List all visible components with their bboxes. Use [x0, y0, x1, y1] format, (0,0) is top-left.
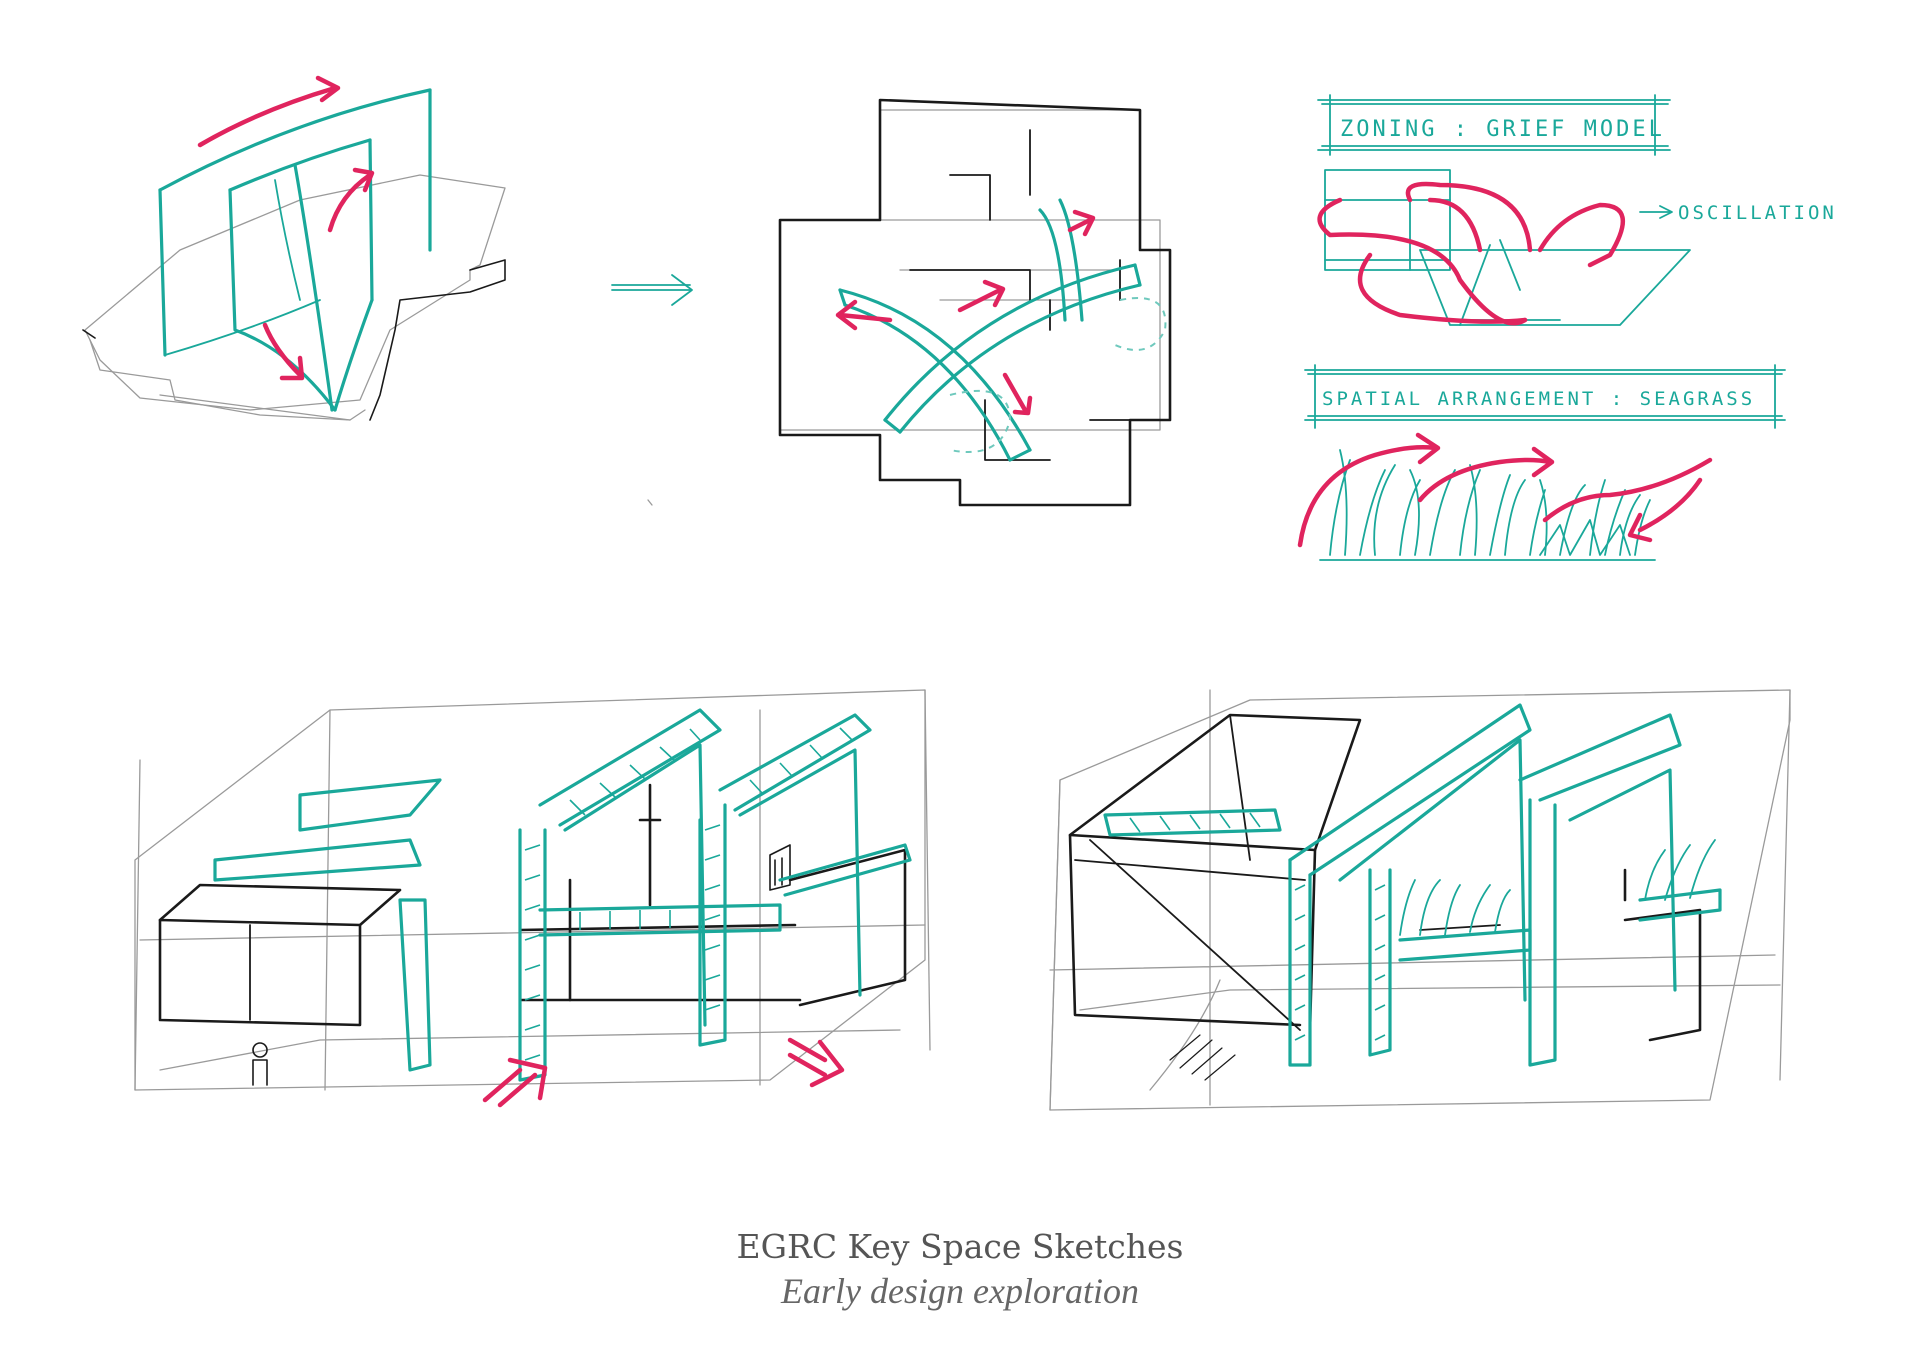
caption-title: EGRC Key Space Sketches — [736, 1227, 1184, 1266]
sketch-perspective-right — [1049, 689, 1791, 1111]
diagram-seagrass: SPATIAL ARRANGEMENT : SEAGRASS — [1297, 364, 1786, 561]
zoning-label: ZONING : GRIEF MODEL — [1340, 117, 1665, 142]
oscillation-label: OSCILLATION — [1678, 202, 1837, 224]
caption-subtitle: Early design exploration — [781, 1271, 1139, 1311]
diagram-zoning: ZONING : GRIEF MODEL OSCILLATION — [1317, 94, 1837, 326]
sketch-curved-walls — [82, 75, 506, 421]
arrow-icon — [611, 274, 693, 306]
pencil-mark — [647, 499, 653, 506]
sketch-plan-crossing — [778, 98, 1172, 507]
caption: EGRC Key Space Sketches Early design exp… — [0, 1225, 1920, 1313]
sketch-perspective-left — [134, 689, 931, 1108]
spatial-label: SPATIAL ARRANGEMENT : SEAGRASS — [1322, 388, 1755, 410]
